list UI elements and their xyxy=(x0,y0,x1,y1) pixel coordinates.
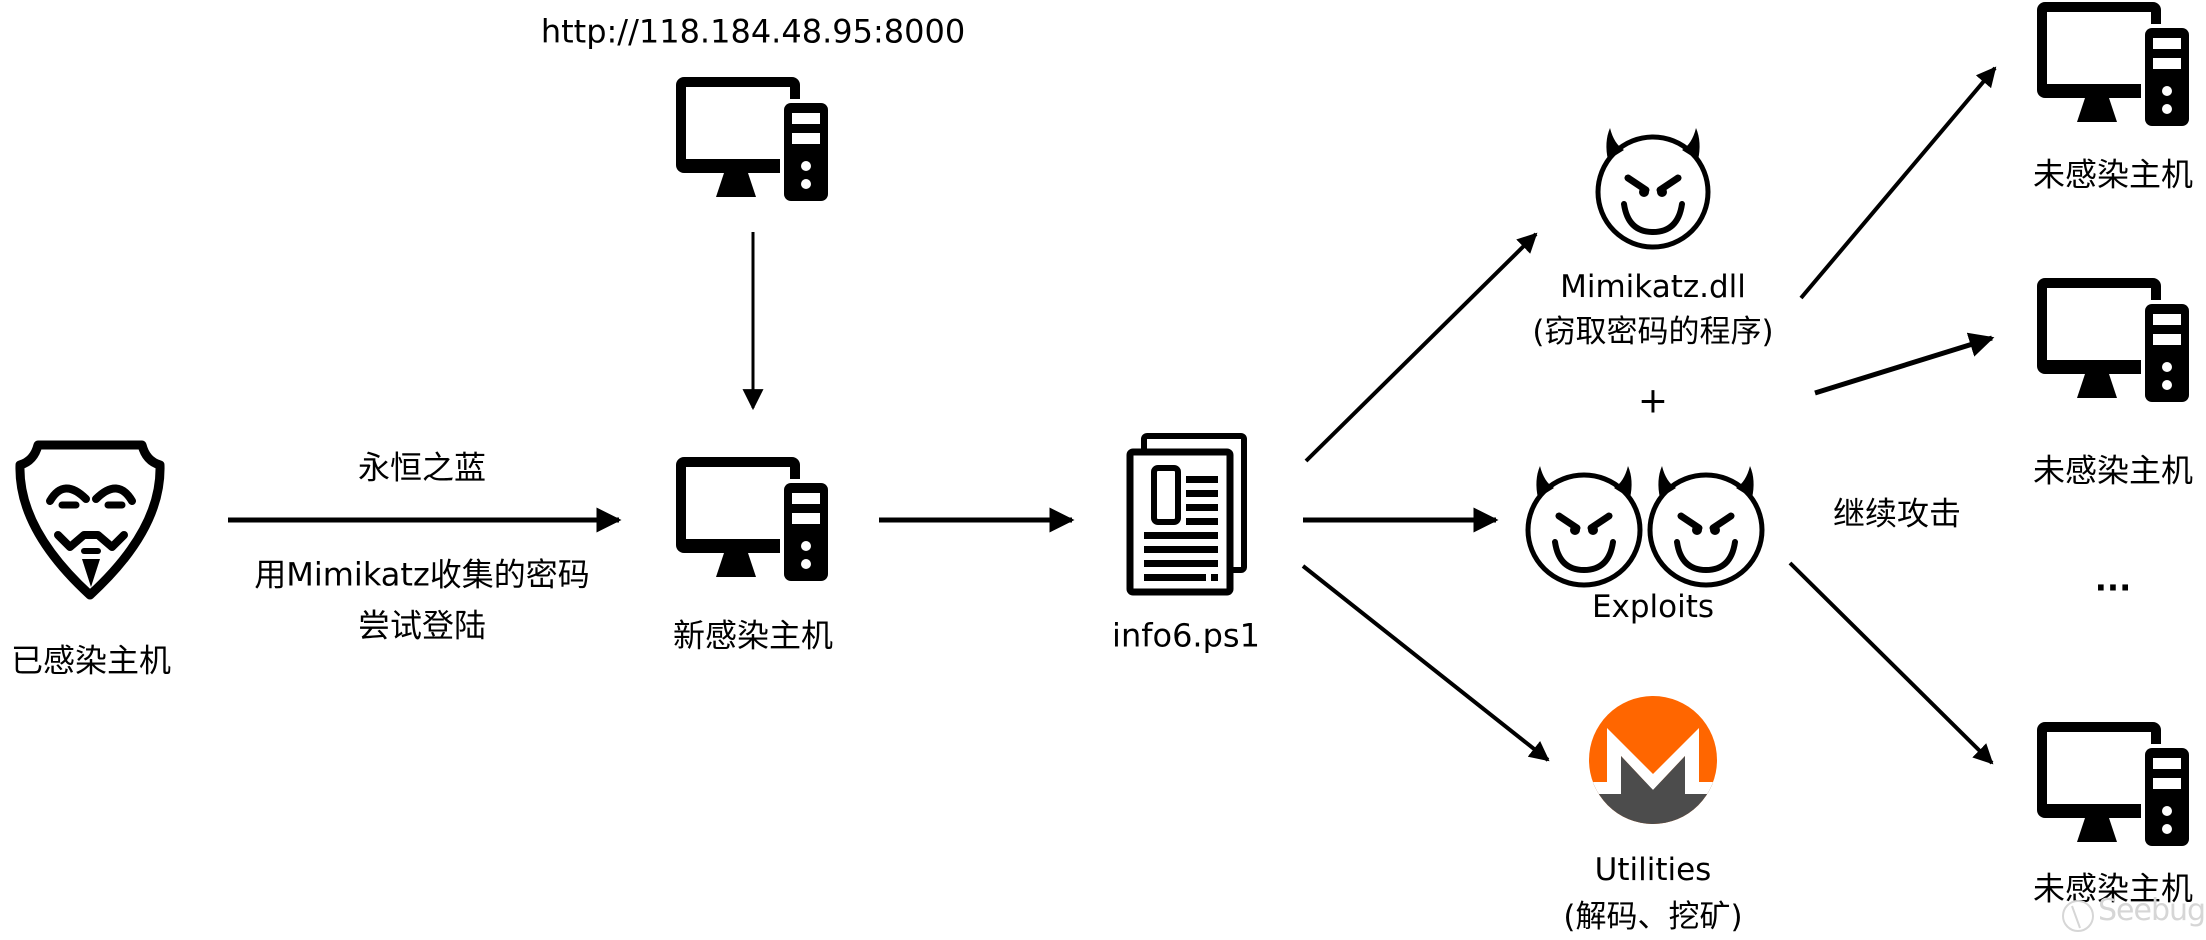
mimikatz-label: Mimikatz.dll xyxy=(1560,269,1746,306)
devil-face-icon xyxy=(1595,128,1711,250)
arrow-to-target-2 xyxy=(1814,332,1995,396)
devil-face-icon xyxy=(1647,466,1765,588)
utilities-desc-label: (解码、挖矿) xyxy=(1563,899,1743,936)
computer-icon xyxy=(2037,722,2191,848)
arrow-script-to-utilities xyxy=(1301,564,1550,762)
devil-faces-icon xyxy=(1525,466,1765,588)
continue-attack-label: 继续攻击 xyxy=(1832,494,1962,533)
anonymous-mask-icon xyxy=(15,440,165,600)
new-infected-host-label: 新感染主机 xyxy=(672,616,834,655)
eternalblue-label: 永恒之蓝 xyxy=(357,448,487,487)
payload-script-label: info6.ps1 xyxy=(1112,616,1260,655)
monero-icon xyxy=(1589,696,1717,824)
target-host-label: 未感染主机 xyxy=(2032,155,2194,194)
watermark: Seebug xyxy=(2098,893,2206,928)
mimikatz-desc-label: (窃取密码的程序) xyxy=(1532,314,1774,351)
mimikatz-password-label: 用Mimikatz收集的密码 xyxy=(254,555,590,594)
arrow-script-to-mimikatz xyxy=(1304,232,1538,463)
computer-icon xyxy=(2037,278,2191,404)
plus-sign: + xyxy=(1637,380,1669,422)
download-server-url: http://118.184.48.95:8000 xyxy=(540,12,966,51)
computer-icon xyxy=(2037,2,2191,128)
seebug-logo-icon xyxy=(2062,900,2094,932)
computer-icon xyxy=(676,77,830,203)
try-login-label: 尝试登陆 xyxy=(357,606,487,645)
exploits-label: Exploits xyxy=(1591,589,1715,626)
devil-face-icon xyxy=(1525,466,1643,588)
document-icon xyxy=(1126,433,1247,596)
arrow-to-target-1 xyxy=(1799,66,1997,300)
infected-host-label: 已感染主机 xyxy=(10,641,172,680)
target-host-label: 未感染主机 xyxy=(2032,869,2194,908)
computer-icon xyxy=(676,457,830,583)
arrow-to-target-3 xyxy=(1788,561,1994,765)
target-host-label: 未感染主机 xyxy=(2032,451,2194,490)
more-hosts-ellipsis: ... xyxy=(2094,560,2132,599)
utilities-label: Utilities xyxy=(1594,852,1712,889)
